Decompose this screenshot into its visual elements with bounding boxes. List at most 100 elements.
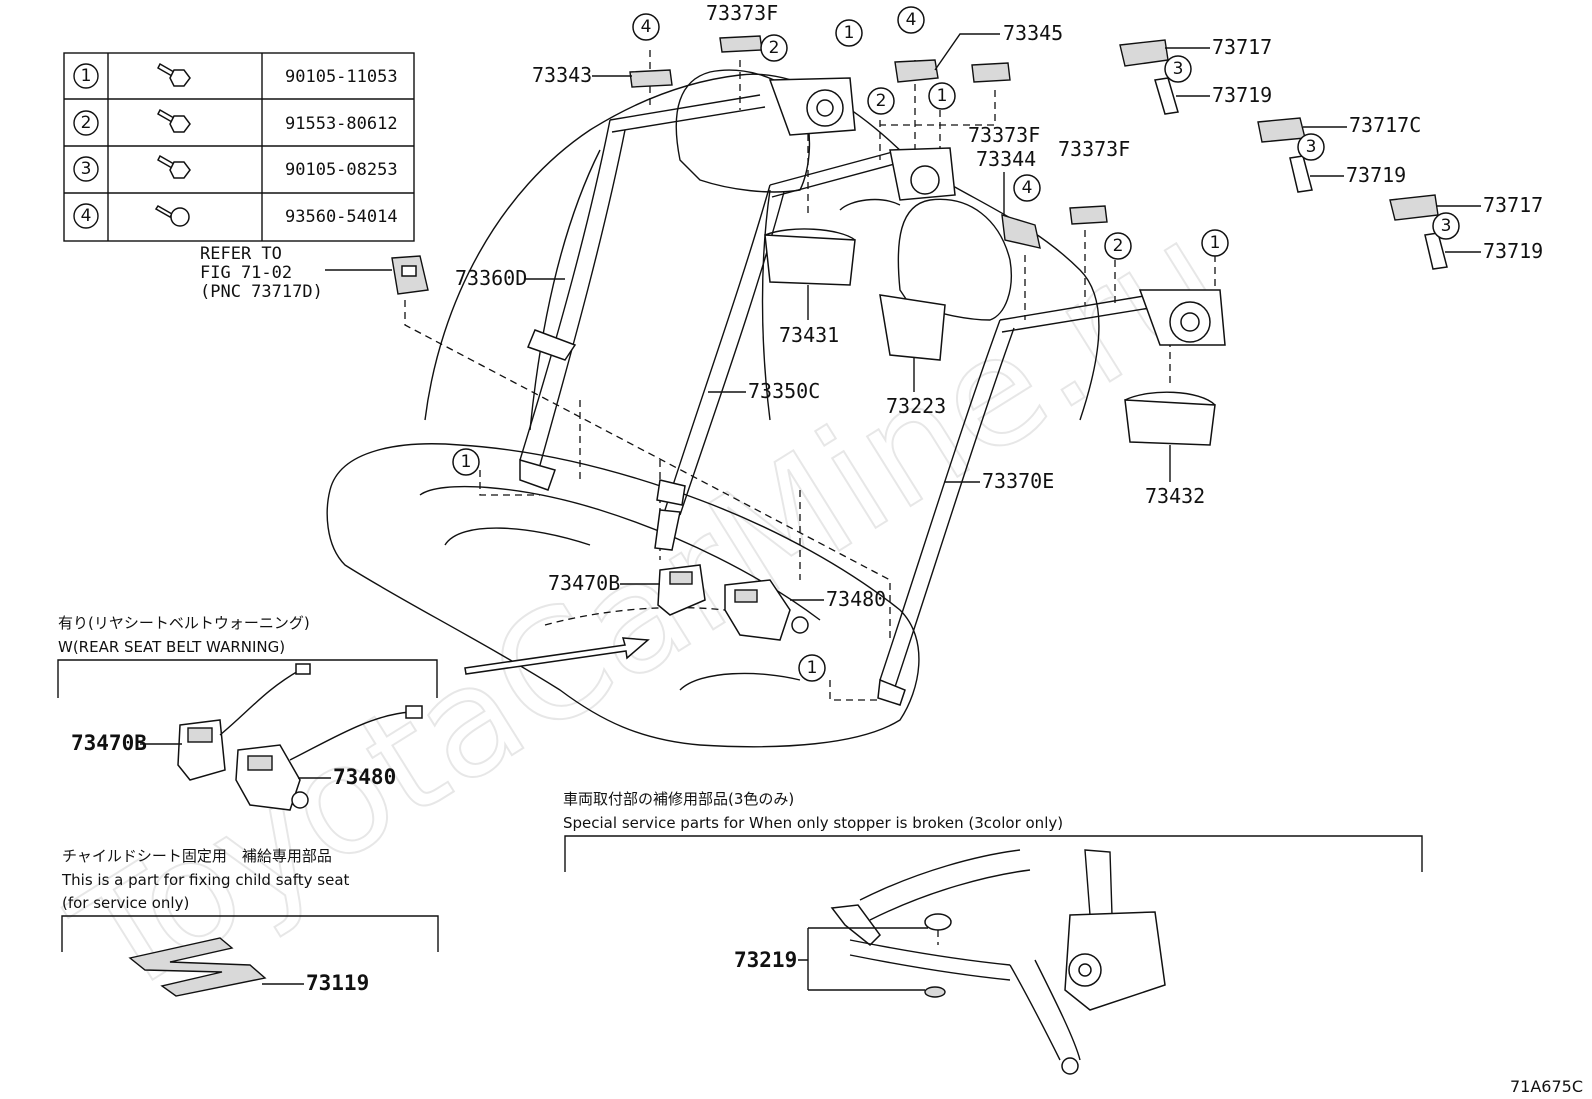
belt-73360D	[519, 94, 766, 491]
label-73350C: 73350C	[748, 379, 820, 403]
callout-2: 2	[760, 34, 788, 62]
refer-line-3: (PNC 73717D)	[200, 282, 323, 302]
bolt-icon	[157, 62, 191, 87]
label-73719: 73719	[1346, 163, 1406, 187]
buckle-73470B-inset	[177, 663, 311, 781]
label-73373F: 73373F	[968, 123, 1040, 147]
inset-warning-en: W(REAR SEAT BELT WARNING)	[58, 638, 285, 656]
inset-child-en1: This is a part for fixing child safty se…	[61, 871, 350, 889]
bolt-icon	[157, 154, 191, 179]
cover-73717C	[1257, 117, 1306, 143]
cover-73431	[764, 228, 856, 286]
cap-73343	[629, 69, 673, 88]
label-73219: 73219	[734, 948, 797, 972]
label-73344: 73344	[976, 147, 1036, 171]
label-73223: 73223	[886, 394, 946, 418]
svg-text:1: 1	[1210, 233, 1221, 253]
callout-circles: 4 2 1 4 2 1 4 2 1 3 3 3 1 1	[452, 6, 1460, 682]
buckle-73470B	[657, 564, 706, 616]
cover-73223	[879, 294, 946, 361]
svg-text:1: 1	[461, 452, 472, 472]
svg-text:3: 3	[1441, 216, 1452, 236]
table-row: 2 91553-80612	[73, 108, 398, 136]
callout-1: 1	[798, 654, 826, 682]
cover-73717-b	[1389, 194, 1439, 221]
fastener-table: 1 90105-11053 2 91553-80612 3 90105-0825	[63, 52, 415, 242]
label-73373F: 73373F	[706, 1, 778, 25]
table-row: 1 90105-11053	[73, 62, 398, 89]
callout-2: 2	[1104, 232, 1132, 260]
bracket-73344	[1001, 214, 1041, 249]
callout-4: 4	[1013, 174, 1041, 202]
row-part-no: 90105-08253	[285, 160, 398, 180]
retractor-left	[768, 77, 856, 136]
inset-stopper: 車両取付部の補修用部品(3色のみ) Special service parts …	[563, 790, 1423, 1075]
cap-73373F-right	[1069, 205, 1108, 225]
bracket-73719-a	[1154, 77, 1179, 115]
retractor-right	[1138, 289, 1226, 346]
buckle-component	[391, 255, 429, 295]
row-ref: 2	[81, 113, 92, 133]
bracket-73719-b	[1289, 155, 1313, 193]
bracket-73119	[128, 937, 267, 997]
callout-2: 2	[867, 87, 895, 115]
label-73373F: 73373F	[1058, 137, 1130, 161]
refer-note: REFER TO FIG 71-02 (PNC 73717D)	[200, 244, 429, 302]
label-73119: 73119	[306, 971, 369, 995]
svg-text:3: 3	[1306, 137, 1317, 157]
label-73717C: 73717C	[1349, 113, 1421, 137]
belt-73370E	[877, 294, 1151, 706]
buckle-73480	[724, 579, 809, 641]
inset-arrow	[464, 637, 650, 675]
svg-text:4: 4	[906, 10, 917, 30]
bolt-icon	[157, 108, 191, 133]
label-73345: 73345	[1003, 21, 1063, 45]
stopper-assembly	[830, 849, 1166, 1075]
inset-child-en2: (for service only)	[62, 894, 189, 912]
refer-line-1: REFER TO	[200, 244, 282, 264]
cover-73717-a	[1119, 39, 1169, 67]
inset-child-jp: チャイルドシート固定用 補給専用部品	[62, 847, 332, 865]
cap-73373F-mid	[971, 62, 1011, 83]
label-73717: 73717	[1212, 35, 1272, 59]
label-73370E: 73370E	[982, 469, 1054, 493]
cap-73345	[894, 59, 939, 83]
callout-1: 1	[1201, 229, 1229, 257]
row-ref: 3	[81, 159, 92, 179]
callout-3: 3	[1297, 133, 1325, 161]
screw-icon	[154, 205, 190, 227]
label-73717: 73717	[1483, 193, 1543, 217]
inset-warning-jp: 有り(リヤシートベルトウォーニング)	[58, 614, 310, 632]
row-part-no: 90105-11053	[285, 67, 398, 87]
svg-text:2: 2	[876, 91, 887, 111]
label-73343: 73343	[532, 63, 592, 87]
label-73431: 73431	[779, 323, 839, 347]
svg-text:1: 1	[937, 86, 948, 106]
part-labels: 73343 73373F 73345 73373F 73344 73373F 7…	[455, 1, 1543, 611]
svg-text:1: 1	[807, 658, 818, 678]
table-row: 4 93560-54014	[73, 203, 398, 229]
stopper-pin	[924, 913, 952, 998]
buckle-73480-inset	[235, 705, 423, 811]
label-73432: 73432	[1145, 484, 1205, 508]
label-73719: 73719	[1483, 239, 1543, 263]
callout-3: 3	[1164, 55, 1192, 83]
label-73470B: 73470B	[548, 571, 620, 595]
svg-text:4: 4	[1022, 178, 1033, 198]
callout-1: 1	[452, 448, 480, 476]
svg-text:3: 3	[1173, 59, 1184, 79]
row-ref: 4	[81, 206, 92, 226]
callout-4: 4	[897, 6, 925, 34]
inset-warning: 有り(リヤシートベルトウォーニング) W(REAR SEAT BELT WARN…	[57, 614, 438, 811]
callout-3: 3	[1432, 212, 1460, 240]
row-ref: 1	[81, 66, 92, 86]
watermark: ToyotaCarMine.ru	[46, 189, 1250, 1031]
callout-1: 1	[835, 19, 863, 47]
label-73480-inset: 73480	[333, 765, 396, 789]
row-part-no: 91553-80612	[285, 114, 398, 134]
row-part-no: 93560-54014	[285, 207, 398, 227]
inset-stopper-jp: 車両取付部の補修用部品(3色のみ)	[563, 790, 794, 808]
svg-text:4: 4	[641, 17, 652, 37]
bracket-73719-c	[1424, 232, 1448, 270]
